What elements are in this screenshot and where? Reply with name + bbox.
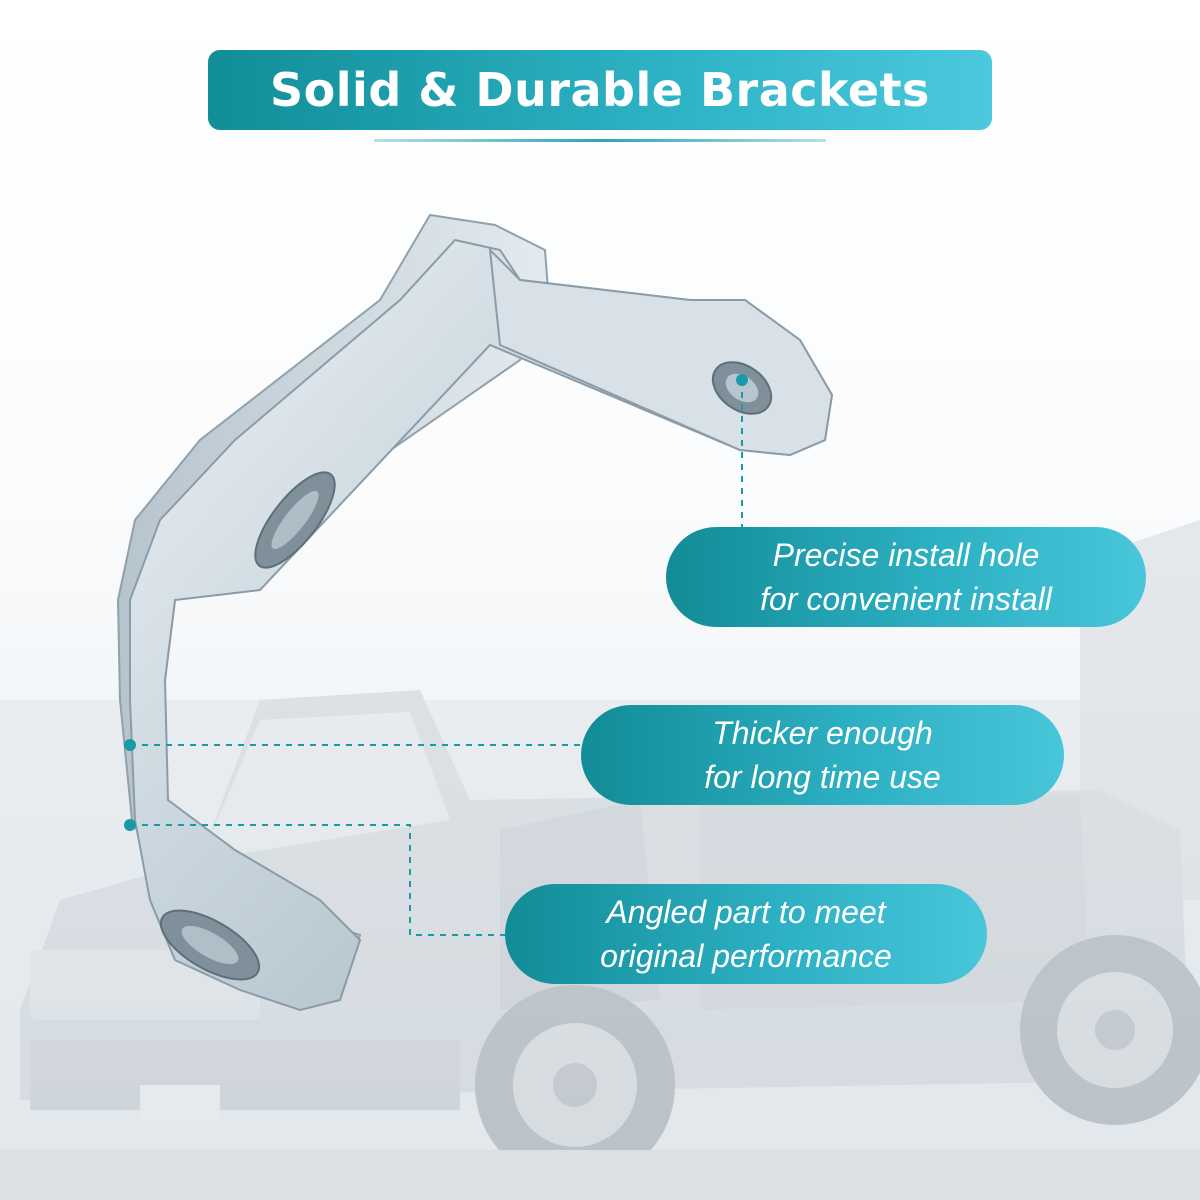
callout-install-hole: Precise install hole for convenient inst…: [666, 527, 1146, 627]
title-divider: [374, 139, 826, 142]
page-title: Solid & Durable Brackets: [270, 63, 930, 117]
callout-line: Angled part to meet: [606, 894, 886, 930]
callout-line: for convenient install: [760, 581, 1052, 617]
callout-angled-part: Angled part to meet original performance: [505, 884, 987, 984]
callout-line: Precise install hole: [772, 537, 1040, 573]
title-banner: Solid & Durable Brackets: [208, 50, 992, 130]
callout-line: for long time use: [704, 759, 941, 795]
callout-line: original performance: [600, 938, 892, 974]
callout-thickness: Thicker enough for long time use: [581, 705, 1064, 805]
callout-line: Thicker enough: [712, 715, 933, 751]
